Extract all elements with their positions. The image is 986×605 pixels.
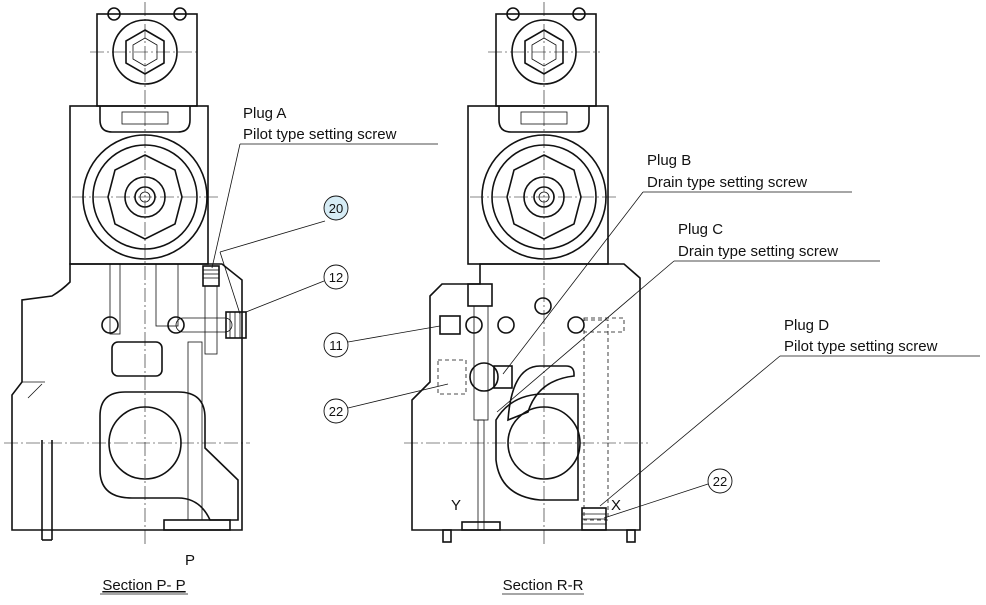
balloon-20-number: 20 xyxy=(329,201,343,216)
balloon-22-right: 22 xyxy=(603,468,733,519)
plug-a-leader xyxy=(211,143,241,269)
balloon-11: 11 xyxy=(323,325,441,358)
section-r-r-caption: Section R-R xyxy=(503,577,584,594)
left-spool-bore xyxy=(204,285,218,355)
right-hex-socket xyxy=(531,37,557,67)
right-section-view xyxy=(404,2,648,545)
balloon-22-left-leader xyxy=(347,383,449,409)
right-coil-cap xyxy=(498,106,590,133)
left-cross-bore xyxy=(175,317,233,333)
left-bolt-hole-1 xyxy=(101,316,119,334)
plug-c-leader xyxy=(496,260,675,413)
balloon-20: 20 xyxy=(219,195,349,315)
left-hex-socket xyxy=(132,37,158,67)
right-drain-foot xyxy=(461,521,501,531)
left-top-bolt-1 xyxy=(107,7,121,21)
balloon-20-leader xyxy=(219,220,326,253)
right-bolt-hole-3 xyxy=(567,316,585,334)
plug-c-description: Drain type setting screw xyxy=(678,243,838,260)
right-coil-block xyxy=(467,105,609,265)
right-top-bolt-2 xyxy=(572,7,586,21)
plug-b-label: Plug B xyxy=(647,152,691,169)
plug-22-hidden xyxy=(437,359,467,395)
section-p-p-caption: Section P- P xyxy=(102,577,185,594)
callout-plug-a: Plug A Pilot type setting screw xyxy=(211,105,438,269)
plug-a-screw xyxy=(202,265,220,287)
balloon-22-left-number: 22 xyxy=(329,404,343,419)
left-passage-1 xyxy=(109,263,121,335)
left-main-port-body xyxy=(99,391,239,521)
balloon-20-circle xyxy=(323,195,349,221)
plug-d-leader xyxy=(599,355,781,507)
right-top-bolt-1 xyxy=(506,7,520,21)
balloon-22-left: 22 xyxy=(323,383,449,424)
plug-c-label: Plug C xyxy=(678,221,723,238)
left-coil-cap xyxy=(99,106,191,133)
plug-b-leader xyxy=(502,191,644,375)
plug-d-label: Plug D xyxy=(784,317,829,334)
balloon-22-right-circle xyxy=(707,468,733,494)
callout-plug-d: Plug D Pilot type setting screw xyxy=(599,317,980,507)
plug-b-description: Drain type setting screw xyxy=(647,174,807,191)
left-top-block xyxy=(96,13,198,107)
balloon-11-leader xyxy=(347,325,441,343)
callout-plug-b: Plug B Drain type setting screw xyxy=(502,152,852,375)
right-hidden-x-passage xyxy=(583,319,609,521)
right-top-block xyxy=(495,13,597,107)
plug-12-screw xyxy=(225,311,247,339)
plug-d-hidden-bore xyxy=(583,317,625,333)
right-valve-body xyxy=(411,263,641,531)
port-p-label: P xyxy=(185,552,195,569)
plug-b-screw xyxy=(493,365,513,389)
right-spool-ball xyxy=(469,362,499,392)
balloon-11-number: 11 xyxy=(329,338,343,353)
plug-11-screw xyxy=(439,315,461,335)
left-bolt-hole-2 xyxy=(167,316,185,334)
right-bolt-hole-4 xyxy=(534,297,552,315)
right-pin-2 xyxy=(626,529,636,543)
plug-a-label: Plug A xyxy=(243,105,286,122)
left-passage-2 xyxy=(155,263,179,327)
right-main-port-body xyxy=(495,393,579,501)
port-y-label: Y xyxy=(451,497,461,514)
balloon-12-circle xyxy=(323,264,349,290)
left-valve-body xyxy=(11,263,243,531)
right-bolt-hole-1 xyxy=(465,316,483,334)
plug-a-description: Pilot type setting screw xyxy=(243,126,397,143)
balloon-12-number: 12 xyxy=(329,270,343,285)
balloon-12-leader xyxy=(245,280,325,313)
plug-d-description: Pilot type setting screw xyxy=(784,338,938,355)
right-pin-1 xyxy=(442,529,452,543)
callout-plug-c: Plug C Drain type setting screw xyxy=(496,221,880,413)
balloon-22-right-number: 22 xyxy=(713,474,727,489)
balloon-22-right-leader xyxy=(603,483,709,519)
left-body-chamfer xyxy=(27,383,43,399)
right-bolt-hole-2 xyxy=(497,316,515,334)
balloon-20-leader-2 xyxy=(219,251,241,315)
left-passage-p xyxy=(187,341,203,521)
left-bottom-plate xyxy=(163,519,231,531)
right-drain-rod xyxy=(477,419,485,531)
left-top-bolt-2 xyxy=(173,7,187,21)
balloon-12: 12 xyxy=(245,264,349,313)
right-curved-slot xyxy=(507,365,575,422)
left-section-view xyxy=(4,2,250,545)
right-spool-head xyxy=(467,283,493,307)
left-window xyxy=(111,341,163,377)
balloon-11-circle xyxy=(323,332,349,358)
balloon-22-left-circle xyxy=(323,398,349,424)
port-x-label: X xyxy=(611,497,621,514)
